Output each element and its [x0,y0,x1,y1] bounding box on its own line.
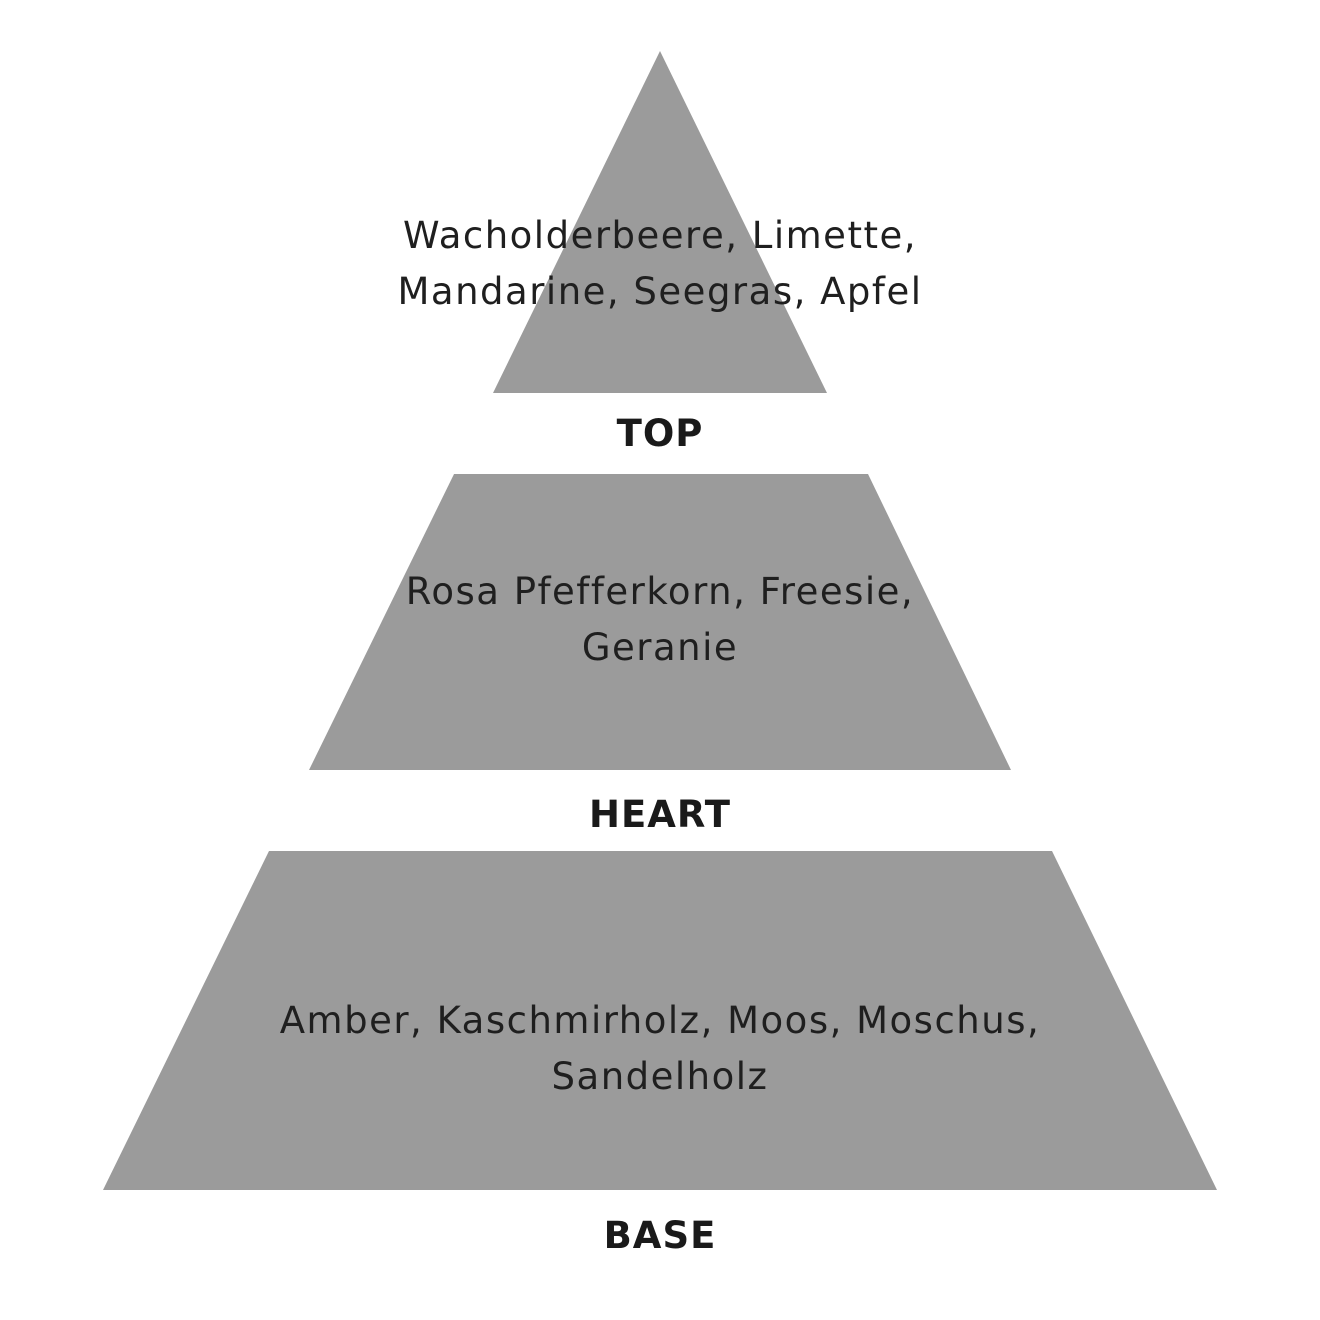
top-notes-line-1: Wacholderbeere, Limette, [402,214,917,257]
heart-notes-line-1: Rosa Pfefferkorn, Freesie, [405,570,915,613]
top-notes-text: Wacholderbeere, Limette, Mandarine, Seeg… [0,208,1320,320]
base-tier-label: BASE [603,1214,717,1257]
heart-notes-text: Rosa Pfefferkorn, Freesie, Geranie [0,564,1320,676]
base-notes-line-2: Sandelholz [551,1055,769,1098]
top-notes-line-2: Mandarine, Seegras, Apfel [397,270,923,313]
base-tier-trapezoid [103,851,1217,1190]
heart-notes-line-2: Geranie [581,626,739,669]
base-notes-text: Amber, Kaschmirholz, Moos, Moschus, Sand… [0,993,1320,1105]
top-tier-label: TOP [616,412,704,455]
base-notes-line-1: Amber, Kaschmirholz, Moos, Moschus, [279,999,1041,1042]
heart-tier-label: HEART [589,793,731,836]
